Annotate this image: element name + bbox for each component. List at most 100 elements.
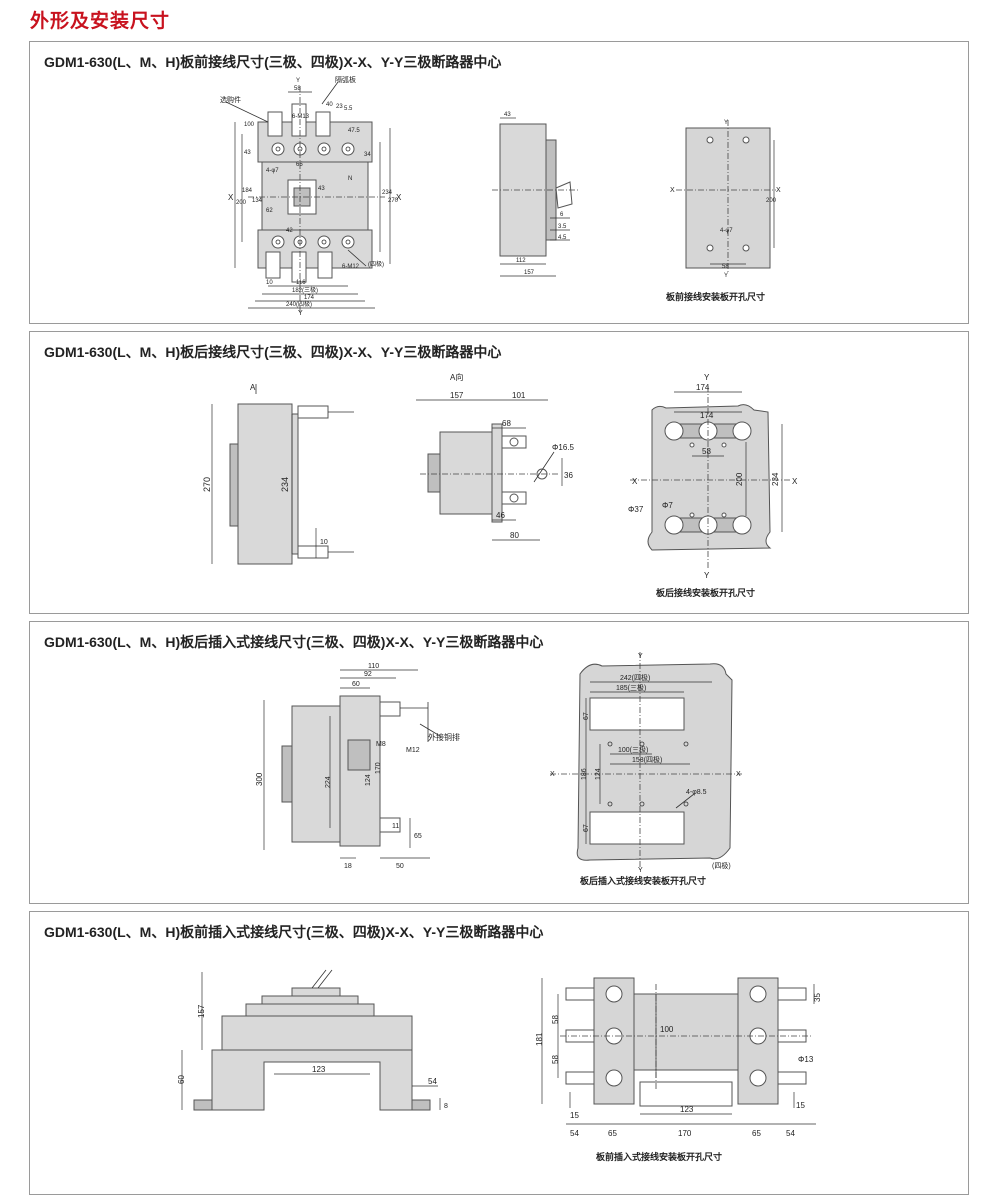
dim-134: 134 <box>252 198 263 204</box>
dim-47-5: 47.5 <box>348 128 360 134</box>
panel-rear-plugin-wiring: GDM1-630(L、M、H)板后插入式接线尺寸(三极、四极)X-X、Y-Y三极… <box>29 621 969 904</box>
plate4-dim-58-a: 58 <box>551 1015 560 1024</box>
plate2-dim-58: 58 <box>702 447 711 456</box>
dim-side-6: 6 <box>560 212 564 218</box>
plate3-four-pole: (四极) <box>712 861 731 870</box>
plate2-dim-174-b: 174 <box>700 411 714 420</box>
plate3-dim-242: 242(四极) <box>620 673 650 682</box>
label-copper-bar: 外接铜排 <box>428 732 460 742</box>
dim-side-157: 157 <box>524 270 535 276</box>
label-n: N <box>348 176 352 182</box>
dim-6m13: 6-M13 <box>292 114 310 120</box>
plate4-dim-58-b: 58 <box>551 1055 560 1064</box>
dim-157: 157 <box>197 1004 206 1018</box>
dim-234: 234 <box>382 190 393 196</box>
plate4-dim-170: 170 <box>678 1129 692 1138</box>
rear-plugin-mounting-plate <box>550 652 742 872</box>
rear-plugin-side-view <box>263 669 441 859</box>
dim-170: 170 <box>375 762 382 774</box>
dim-60: 60 <box>352 681 360 688</box>
plate3-dim-67-b: 67 <box>583 824 590 832</box>
plate3-dim-186: 186 <box>581 768 588 780</box>
plate4-phi13: Φ13 <box>798 1055 814 1064</box>
plate2-y-top: Y <box>704 373 710 382</box>
rear-wiring-drawing: A 270 234 10 A向 157 101 68 Φ16.5 36 4 <box>202 372 798 598</box>
front-plugin-side-view <box>181 969 441 1111</box>
plate1-y-bottom: Y <box>724 273 728 279</box>
dim-182: 182(三极) <box>292 286 318 294</box>
dim-46: 46 <box>496 511 505 520</box>
dim-270: 270 <box>202 477 212 492</box>
dim-224: 224 <box>325 776 332 788</box>
dim-side-4-5: 4.5 <box>558 235 567 241</box>
dim-124: 124 <box>365 774 372 786</box>
plate2-dim-174-a: 174 <box>696 383 710 392</box>
plate2-y-bottom: Y <box>704 571 710 580</box>
label-x-right: X <box>396 193 402 202</box>
plate4-dim-123: 123 <box>680 1105 694 1114</box>
label-a-arrow: A <box>250 383 256 392</box>
rear-side-view <box>211 384 354 565</box>
plate4-dim-181: 181 <box>535 1032 544 1046</box>
dim-60: 60 <box>177 1075 186 1084</box>
dim-300: 300 <box>255 772 264 786</box>
label-phi16-5: Φ16.5 <box>552 443 575 452</box>
plate4-dim-35: 35 <box>813 993 822 1002</box>
dim-174: 174 <box>304 295 315 301</box>
plate1-dim-58: 58 <box>722 264 729 270</box>
dim-5-5: 5.5 <box>344 106 353 112</box>
plate3-dim-158: 158(四极) <box>632 755 662 764</box>
plate3-dim-185: 185(三极) <box>616 683 646 692</box>
plate3-y-top: Y <box>638 653 643 660</box>
dim-36: 36 <box>564 471 573 480</box>
breaker-front-view <box>225 81 391 314</box>
dim-270: 270 <box>388 198 399 204</box>
rear-a-view <box>416 399 563 541</box>
plate3-y-bottom: Y <box>638 867 643 874</box>
plate1-x-right: X <box>776 187 781 194</box>
dim-240: 240(四极) <box>286 300 312 308</box>
dim-184: 184 <box>242 188 253 194</box>
plate2-phi7: Φ7 <box>662 501 673 510</box>
caption-front-plate: 板前接线安装板开孔尺寸 <box>666 291 765 302</box>
plate4-dim-15-b: 15 <box>796 1101 805 1110</box>
dim-side-112: 112 <box>516 258 526 264</box>
panel-title: GDM1-630(L、M、H)板前插入式接线尺寸(三极、四极)X-X、Y-Y三极… <box>44 924 544 940</box>
dim-43-b: 43 <box>318 186 325 192</box>
dim-43-a: 43 <box>244 150 251 156</box>
panel-front-wiring: GDM1-630(L、M、H)板前接线尺寸(三极、四极)X-X、Y-Y三极断路器… <box>29 41 969 324</box>
plate4-dim-100: 100 <box>660 1025 674 1034</box>
dim-54: 54 <box>428 1077 437 1086</box>
dim-11: 11 <box>392 823 399 830</box>
label-four-phi7: 4-φ7 <box>266 168 279 174</box>
dim-42: 42 <box>286 228 293 234</box>
dim-157: 157 <box>450 391 464 400</box>
panel-title: GDM1-630(L、M、H)板前接线尺寸(三极、四极)X-X、Y-Y三极断路器… <box>44 54 502 70</box>
label-x-left: X <box>228 193 234 202</box>
dim-10: 10 <box>320 539 328 546</box>
plate4-dim-54-b: 54 <box>786 1129 795 1138</box>
front-wiring-drawing: 选购件 隔弧板 Y 58 6-M13 40 23 5.5 47.5 100 43… <box>220 75 781 317</box>
dim-68: 68 <box>502 419 511 428</box>
dim-65: 65 <box>296 162 303 168</box>
plate1-x-left: X <box>670 187 675 194</box>
plate1-four-phi7: 4-φ7 <box>720 228 733 234</box>
caption-front-plugin-plate: 板前插入式接线安装板开孔尺寸 <box>596 1151 722 1162</box>
label-m8: M8 <box>376 741 386 748</box>
label-six-m12: 6-M12 <box>342 264 360 270</box>
dim-123: 123 <box>312 1065 326 1074</box>
front-mounting-plate <box>676 120 776 274</box>
label-select-part: 选购件 <box>220 95 241 104</box>
label-four-pole: (四极) <box>368 260 384 268</box>
dim-8: 8 <box>444 1103 448 1110</box>
plate4-dim-15-a: 15 <box>570 1111 579 1120</box>
plate2-phi37: Φ37 <box>628 505 644 514</box>
dim-110: 110 <box>368 663 379 670</box>
dim-200: 200 <box>236 200 247 206</box>
plate2-x-left: X <box>632 477 638 486</box>
page-title: 外形及安装尺寸 <box>30 11 171 32</box>
dim-101: 101 <box>512 391 526 400</box>
panel-title: GDM1-630(L、M、H)板后插入式接线尺寸(三极、四极)X-X、Y-Y三极… <box>44 634 544 650</box>
dim-23: 23 <box>336 104 343 110</box>
breaker-side-view <box>492 117 578 277</box>
